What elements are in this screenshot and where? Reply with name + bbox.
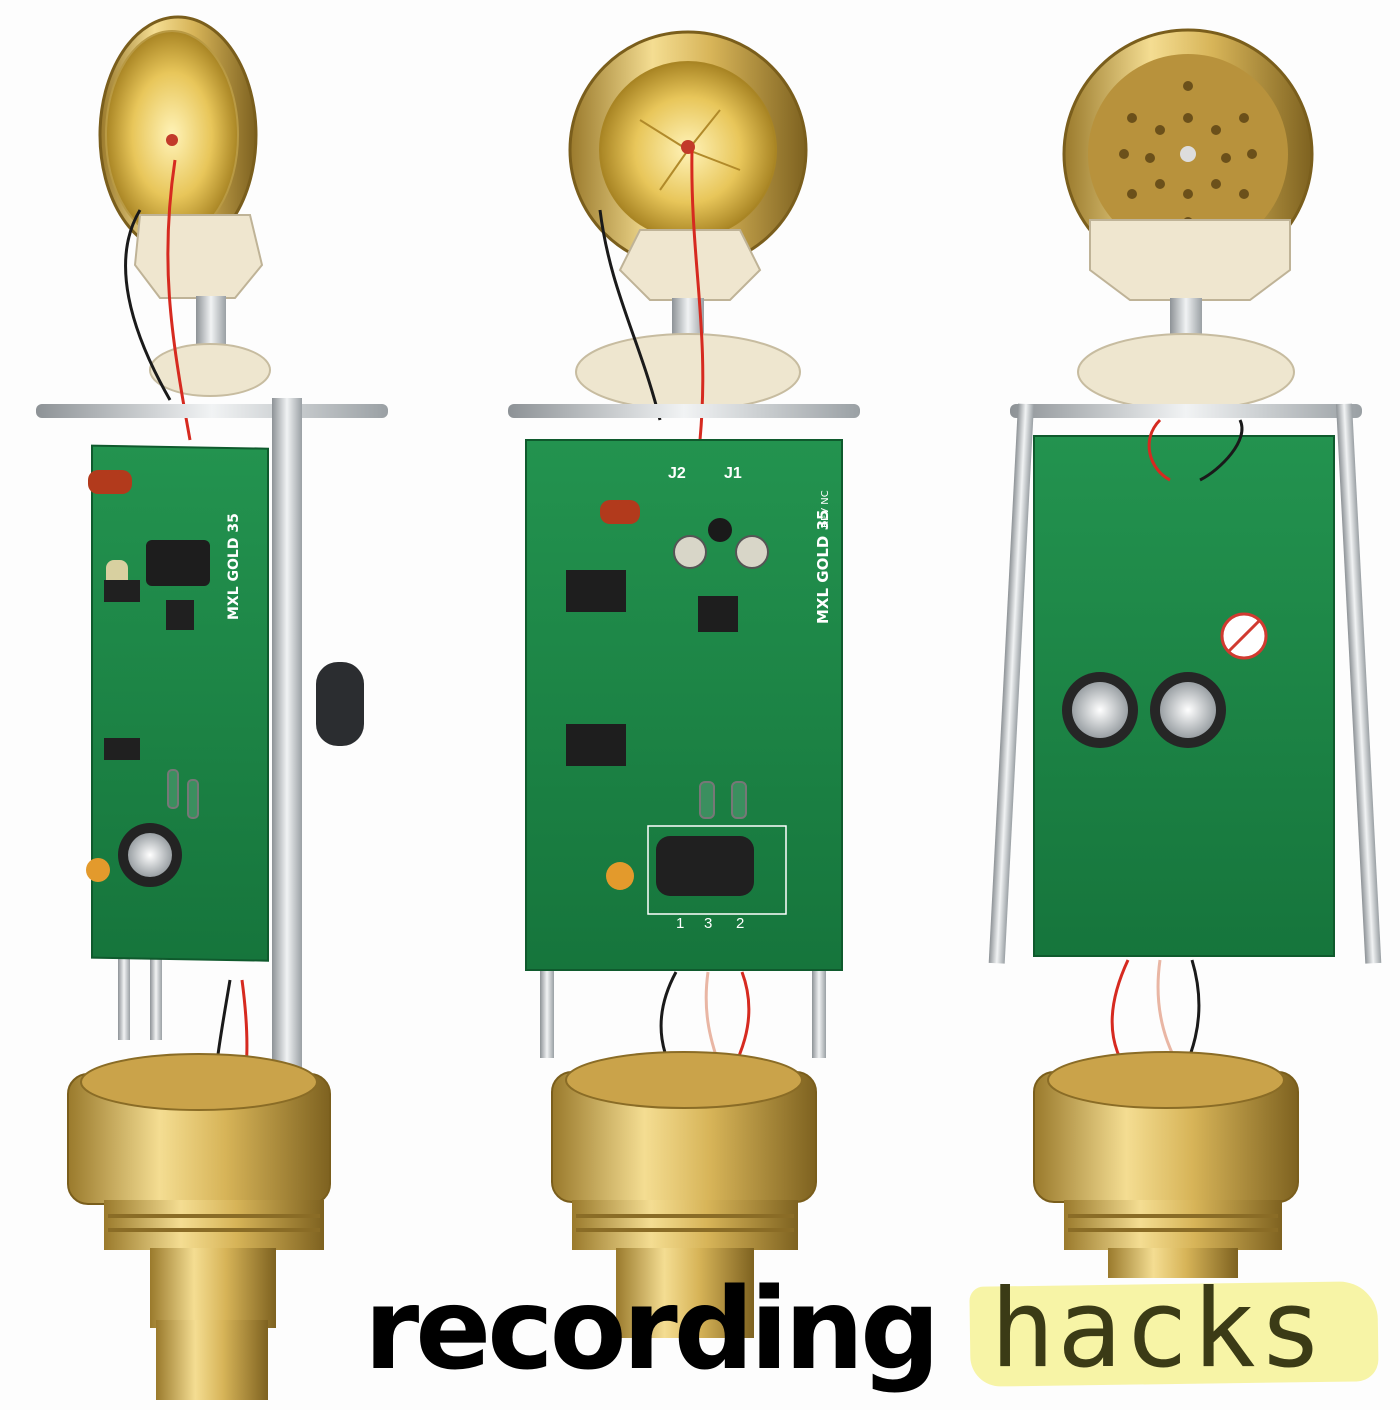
pin-label-3: 3 <box>704 915 712 932</box>
microphone-right <box>988 28 1382 1278</box>
recordinghacks-watermark: recording hacks <box>364 1262 1384 1398</box>
watermark-word-hacks: hacks <box>990 1267 1326 1392</box>
jack-label-j1: J1 <box>724 465 742 482</box>
watermark-word-recording: recording <box>364 1265 940 1395</box>
pcb-label-left: MXL GOLD 35 <box>226 513 242 620</box>
pin-label-2: 2 <box>736 915 744 932</box>
pin-label-1: 1 <box>676 915 684 932</box>
jack-label-j2: J2 <box>668 465 686 482</box>
microphone-center: J2 J1 MXL GOLD 35 REV NC 1 3 2 <box>508 30 860 1338</box>
pcb-label-center: MXL GOLD 35 <box>814 510 832 624</box>
microphone-left: MXL GOLD 35 <box>36 15 388 1400</box>
pcb-rev-center: REV NC <box>820 490 831 528</box>
